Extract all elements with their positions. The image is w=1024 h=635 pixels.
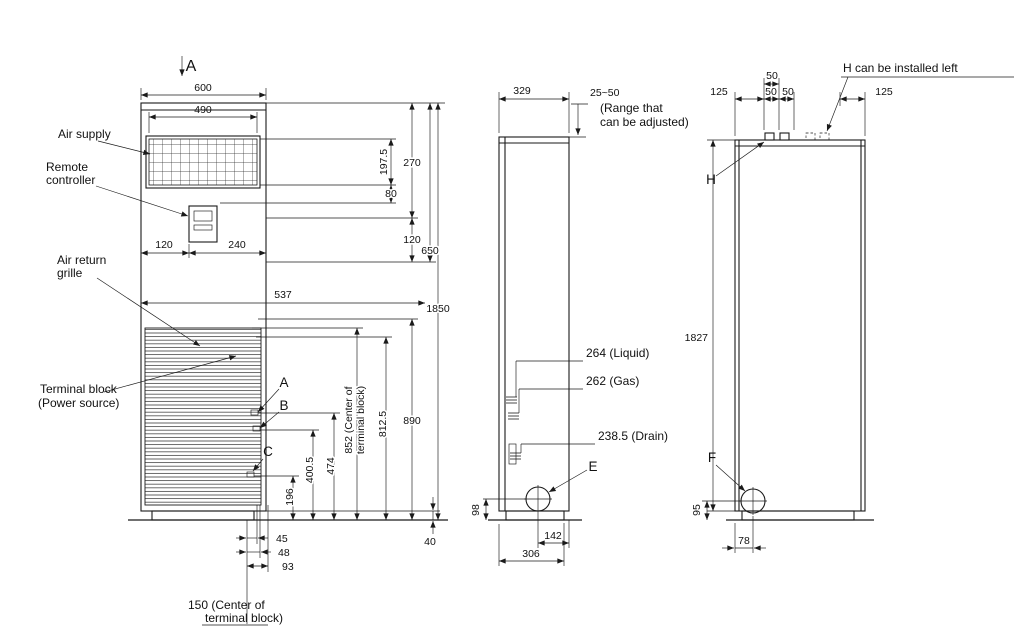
dim-1850: 1850 — [426, 303, 450, 315]
dim-264-liquid: 264 (Liquid) — [586, 346, 649, 360]
range-note-1: (Range that — [600, 101, 663, 115]
front-dimension-lines — [95, 56, 445, 626]
dim-40: 40 — [424, 536, 436, 548]
rear-labels: 125 50 50 50 125 H can be installed left… — [685, 61, 959, 547]
dim-120-left: 120 — [155, 239, 173, 251]
point-h-label: H — [706, 172, 716, 187]
air-supply-label: Air supply — [58, 127, 111, 141]
terminal-block-label-1: Terminal block — [40, 382, 118, 396]
dim-852-line2: terminal block) — [355, 386, 367, 454]
dim-98: 98 — [470, 504, 482, 516]
dim-125-left: 125 — [710, 86, 728, 98]
dim-25-50: 25~50 — [590, 87, 620, 99]
side-labels: 329 25~50 (Range that can be adjusted) 2… — [468, 85, 689, 560]
dim-78: 78 — [738, 535, 750, 547]
h-install-note: H can be installed left — [843, 61, 958, 75]
remote-controller-label-1: Remote — [46, 160, 88, 174]
terminal-block-label-2: (Power source) — [38, 396, 119, 410]
front-outline — [128, 102, 448, 521]
dim-50-top: 50 — [766, 70, 778, 82]
front-view: A 600 490 Air supply Remote controller A… — [38, 56, 451, 626]
pipe-connections — [506, 396, 521, 460]
dim-125-right: 125 — [875, 86, 893, 98]
rear-base — [741, 510, 855, 521]
dim-306: 306 — [522, 548, 540, 560]
dim-890: 890 — [403, 415, 421, 427]
side-dimension-lines — [483, 92, 595, 566]
dim-240: 240 — [228, 239, 246, 251]
dim-45: 45 — [276, 533, 288, 545]
dim-1827: 1827 — [685, 332, 709, 344]
dim-48: 48 — [278, 547, 290, 559]
dim-238-5-drain: 238.5 (Drain) — [598, 429, 668, 443]
dim-270: 270 — [403, 157, 421, 169]
dim-50-a: 50 — [765, 86, 777, 98]
point-b-label: B — [279, 398, 288, 413]
bracket-h-alt-1 — [805, 132, 816, 141]
side-base — [505, 510, 565, 521]
dim-262-gas: 262 (Gas) — [586, 374, 639, 388]
air-supply-grille — [148, 138, 258, 186]
front-base — [151, 510, 255, 521]
dim-50-b: 50 — [782, 86, 794, 98]
air-return-label-2: grille — [57, 266, 83, 280]
section-arrow-label: A — [186, 58, 197, 75]
rear-view: 125 50 50 50 125 H can be installed left… — [685, 61, 1014, 553]
range-note-2: can be adjusted) — [600, 115, 689, 129]
dim-474: 474 — [325, 457, 337, 475]
rear-dimension-lines — [702, 76, 1014, 553]
front-labels: A 600 490 Air supply Remote controller A… — [38, 58, 451, 625]
pipe-b — [252, 425, 261, 432]
remote-controller-label-2: controller — [46, 173, 95, 187]
dim-812-5: 812.5 — [377, 411, 389, 437]
pipe-c — [246, 471, 255, 478]
dim-852-line1: 852 (Center of — [343, 386, 355, 453]
side-outline — [488, 136, 582, 521]
remote-controller — [188, 205, 218, 243]
dim-120-right: 120 — [403, 234, 421, 246]
drain-pipe — [508, 443, 517, 465]
air-return-grille — [144, 327, 262, 506]
dim-150-line2: terminal block) — [205, 611, 283, 625]
bracket-h-1 — [764, 132, 775, 141]
point-e-label: E — [588, 459, 597, 474]
side-view: 329 25~50 (Range that can be adjusted) 2… — [468, 85, 689, 566]
point-c-label: C — [263, 444, 273, 459]
air-supply-grille-frame — [145, 135, 261, 189]
rear-outline — [726, 132, 874, 521]
dim-197-5: 197.5 — [378, 149, 390, 175]
bracket-h-alt-2 — [819, 132, 830, 141]
dim-600: 600 — [194, 82, 212, 94]
dim-329: 329 — [513, 85, 531, 97]
dim-196: 196 — [284, 488, 296, 506]
dim-490: 490 — [194, 104, 212, 116]
point-f-label: F — [708, 450, 716, 465]
air-return-label-1: Air return — [57, 253, 106, 267]
dim-80: 80 — [385, 188, 397, 200]
dim-650: 650 — [421, 245, 439, 257]
point-a-label: A — [279, 375, 288, 390]
dim-537: 537 — [274, 289, 292, 301]
bracket-h-2 — [779, 132, 790, 141]
pipe-a — [250, 409, 259, 416]
dim-150-line1: 150 (Center of — [188, 598, 265, 612]
dim-400-5: 400.5 — [304, 457, 316, 483]
dim-93: 93 — [282, 561, 294, 573]
dim-95: 95 — [691, 504, 703, 516]
dim-142: 142 — [544, 530, 562, 542]
